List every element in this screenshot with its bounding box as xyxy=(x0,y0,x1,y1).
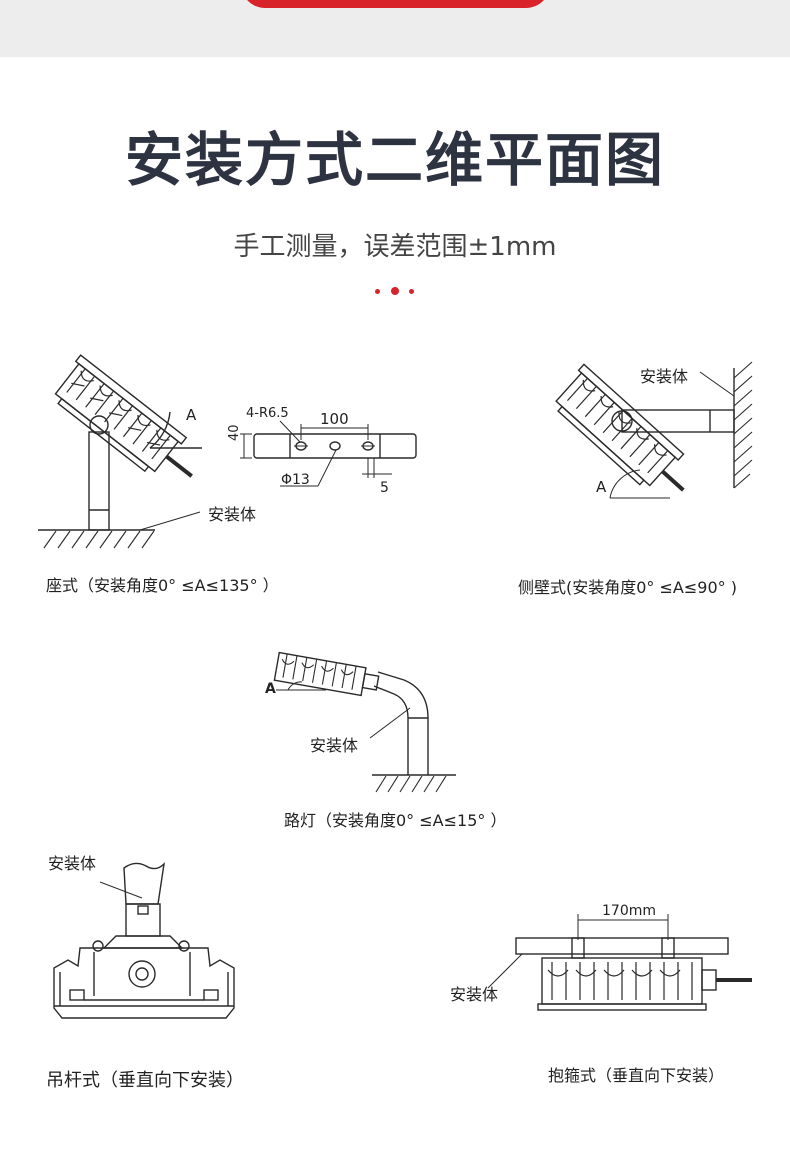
clamp-mount-diagram: 170mm 安装体 xyxy=(450,903,752,1011)
clamp-spacing-label: 170mm xyxy=(602,903,656,919)
wall-caption: 侧壁式(安装角度0° ≤A≤90° ) xyxy=(518,578,737,597)
page-title: 安装方式二维平面图 xyxy=(124,126,665,194)
street-caption: 路灯（安装角度0° ≤A≤15° ） xyxy=(284,811,507,830)
page-subtitle: 手工测量，误差范围±1mm xyxy=(233,232,557,262)
bracket-dimension-drawing: 100 4-R6.5 40 Φ13 5 xyxy=(227,406,417,496)
seat-angle-label: A xyxy=(186,406,197,424)
seat-body-label: 安装体 xyxy=(208,505,256,524)
clamp-caption: 抱箍式（垂直向下安装） xyxy=(548,1066,725,1085)
bracket-spacing-label: 100 xyxy=(320,410,349,428)
street-body-label: 安装体 xyxy=(310,736,358,755)
seat-caption: 座式（安装角度0° ≤A≤135° ） xyxy=(46,576,279,595)
bracket-offset-label: 5 xyxy=(380,480,389,496)
pendant-caption: 吊杆式（垂直向下安装） xyxy=(46,1070,244,1091)
wall-mount-diagram: A 安装体 xyxy=(555,361,753,499)
decor-dot xyxy=(391,287,399,295)
decor-dots xyxy=(373,286,417,298)
clamp-body-label: 安装体 xyxy=(450,985,498,1004)
decor-dot xyxy=(409,289,414,294)
bracket-holes-label: 4-R6.5 xyxy=(246,406,289,421)
street-light-diagram: A 安装体 xyxy=(265,651,456,793)
pendant-body-label: 安装体 xyxy=(48,854,96,873)
wall-body-label: 安装体 xyxy=(640,367,688,386)
top-band xyxy=(0,0,790,57)
bracket-height-label: 40 xyxy=(227,424,242,441)
bracket-hole-diameter-label: Φ13 xyxy=(281,472,310,488)
street-angle-label: A xyxy=(265,681,276,697)
pendant-mount-diagram: 安装体 xyxy=(48,854,235,1019)
decor-dot xyxy=(375,289,380,294)
top-red-tab xyxy=(241,0,550,8)
seat-mount-diagram: A 安装体 xyxy=(38,354,256,549)
wall-angle-label: A xyxy=(596,478,607,496)
